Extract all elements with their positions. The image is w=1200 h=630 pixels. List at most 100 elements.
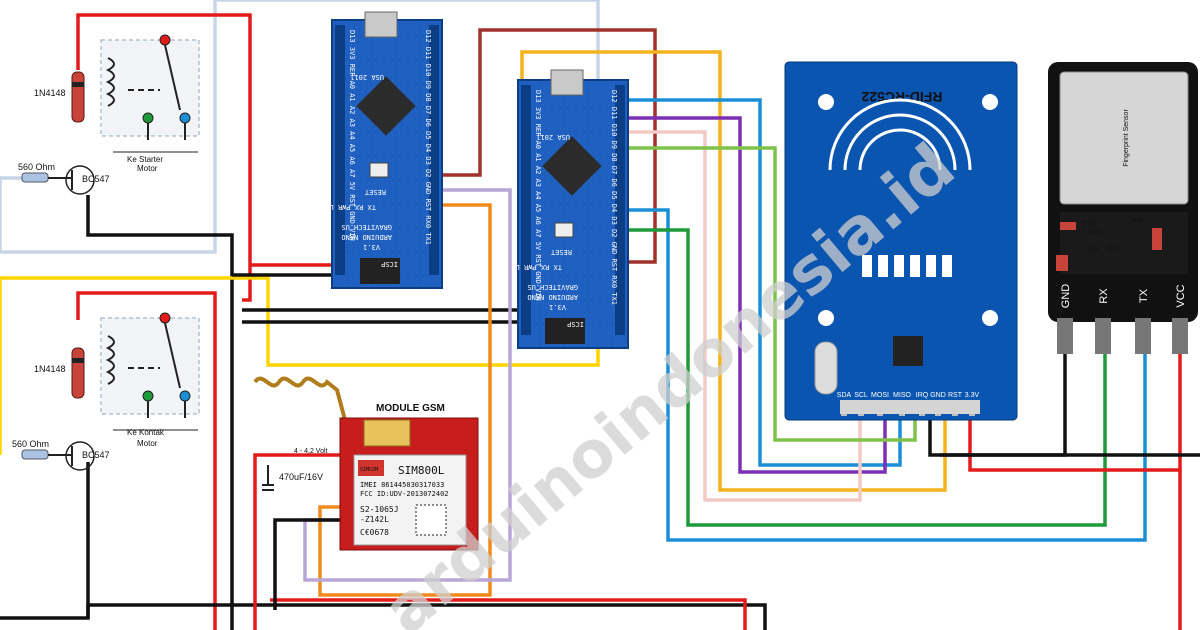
relay-2-resistor [21, 449, 49, 460]
rfid-chip [893, 336, 923, 366]
wire-black-gsm [273, 518, 340, 610]
nano-2-reset-label: RESET [550, 248, 572, 256]
fp-pin-rx: RX [1098, 288, 1110, 304]
gsm-ce: C€0678 [360, 528, 389, 537]
nano-1-leds: TX RX PWR L [330, 203, 376, 211]
wire-red-gsm2 [270, 598, 747, 630]
nano-2-board [517, 79, 629, 349]
rfid-pin-miso: MISO [893, 392, 911, 399]
relay-1-resistor [21, 172, 49, 183]
relay-2-diode-label: 1N4148 [34, 364, 66, 374]
relay-2-coil [105, 335, 115, 385]
rfid-pin-gnd: GND [930, 392, 946, 399]
nano-1-header-right [429, 25, 439, 275]
nano-1-chip [356, 76, 416, 136]
nano-1-version: V3.1 [363, 243, 380, 251]
rfid-pin-rst: RST [948, 392, 963, 399]
gsm-capacitor: 470uF/16V [279, 472, 323, 482]
nano-1-icsp-label: ICSP [381, 260, 398, 268]
wire-red-relay2 [76, 291, 217, 630]
gsm-qr [415, 504, 447, 536]
nano-2-chip [542, 136, 602, 196]
fp-sensor-window [1059, 71, 1189, 205]
nano-2-icsp-label: ICSP [567, 320, 584, 328]
rfid-crystal [814, 341, 838, 395]
wire-lightblue [0, 0, 217, 254]
relay-1: 1N4148 560 Ohm BC547 Ke Starter Motor [18, 34, 200, 195]
wire-green [620, 146, 917, 442]
wire-red-gsm [253, 453, 340, 630]
nano-1-usb [364, 11, 398, 38]
wire-red-relay1 [76, 13, 252, 302]
nano-1-usa: USA 2011 [350, 73, 384, 81]
fp-mark-t0: T0 15VO [1078, 230, 1102, 236]
nano-1-header-left [335, 25, 345, 275]
nano-1-board [331, 19, 443, 289]
wire-black-relay1 [86, 195, 234, 630]
gsm-title: MODULE GSM [376, 403, 445, 414]
relay-1-transistor [65, 165, 95, 195]
nano-1-pins-right: D12 D11 D10 D9 D8 D7 D6 D5 D4 D3 D2 GND … [424, 30, 432, 245]
gsm-chip [353, 454, 467, 546]
relay-1-transistor-label: BC547 [82, 174, 110, 184]
wire-blue-low [620, 208, 1147, 542]
fp-pin-lead-tx [1135, 318, 1151, 354]
wire-blue [620, 98, 902, 467]
nano-1-reset-label: RESET [364, 188, 386, 196]
wire-purple [620, 116, 887, 474]
fp-pin-lead-rx [1095, 318, 1111, 354]
fp-mark-r13: R13 [1086, 244, 1098, 250]
wire-darkgreen [620, 228, 1107, 527]
relay-1-caption-2: Motor [137, 164, 158, 173]
relay-2-transistor-label: BC547 [82, 450, 110, 460]
wire-orange [318, 203, 492, 597]
relay-1-coil [105, 57, 115, 107]
nano-1-brand: GRAVITECH.US [341, 223, 392, 231]
arduino-nano-2: USA 2011 RESET GRAVITECH.US ARDUINO NANO… [516, 69, 629, 349]
rfid-title: RFID-RC522 [861, 89, 942, 105]
fp-mark-tye: TYE [1082, 221, 1096, 228]
nano-2-pins-right: D12 D11 D10 D9 D8 D7 D6 D5 D4 D3 D2 GND … [610, 90, 618, 305]
relay-2-diode [71, 347, 85, 399]
wire-gold [520, 50, 947, 492]
nano-2-pins-left: D13 3V3 REF A0 A1 A2 A3 A4 A5 A6 A7 5V R… [534, 90, 542, 301]
fp-title: Fingerprint Sensor [1123, 109, 1130, 167]
nano-2-usa: USA 2011 [536, 133, 570, 141]
relay-1-contact-red [159, 34, 171, 46]
gsm-imei: IMEI 861445030317033 [360, 481, 444, 489]
relay-1-caption-1: Ke Starter [127, 155, 163, 164]
fp-mark-r24: R24 [1132, 218, 1144, 224]
nano-2-leds: TX RX PWR L [516, 263, 562, 271]
rfid-pin-mosi: MOSI [871, 392, 889, 399]
rfid-antenna [828, 98, 972, 171]
relay-2-caption-1: Ke Kontak [127, 428, 165, 437]
relay-2-switch [164, 322, 181, 389]
wire-pink [620, 130, 862, 502]
rfid-header [840, 400, 980, 414]
nano-2-brand: GRAVITECH.US [527, 283, 578, 291]
relay-2-contact-green [142, 390, 154, 402]
nano-1-icsp [360, 258, 400, 284]
gsm-code-1: S2-1065J [360, 505, 399, 514]
fingerprint-module: Fingerprint Sensor TYE T0 15VO R24 R13 C… [1048, 62, 1198, 354]
fp-pin-lead-vcc [1172, 318, 1188, 354]
nano-1-reset-button [369, 162, 389, 178]
gsm-code-2: -Z142L [360, 515, 389, 524]
relay-2-resistor-label: 560 Ohm [12, 439, 49, 449]
rfid-pin-scl: SCL [854, 392, 868, 399]
relay-1-diode [71, 71, 85, 123]
wire-red-fp [968, 350, 1182, 472]
gsm-sim-holder [363, 419, 411, 447]
gsm-antenna [253, 376, 347, 421]
rfid-pads [862, 255, 952, 277]
relay-1-contact-blue [179, 112, 191, 124]
nano-1-pins-left: D13 3V3 REF A0 A1 A2 A3 A4 A5 A6 A7 5V R… [348, 30, 356, 241]
fp-pin-tx: TX [1138, 288, 1150, 303]
arduino-nano-1: USA 2011 RESET GRAVITECH.US ARDUINO NANO… [330, 11, 443, 289]
nano-2-model: ARDUINO NANO [527, 293, 578, 301]
gsm-chip-label: SIM800L [398, 464, 445, 477]
